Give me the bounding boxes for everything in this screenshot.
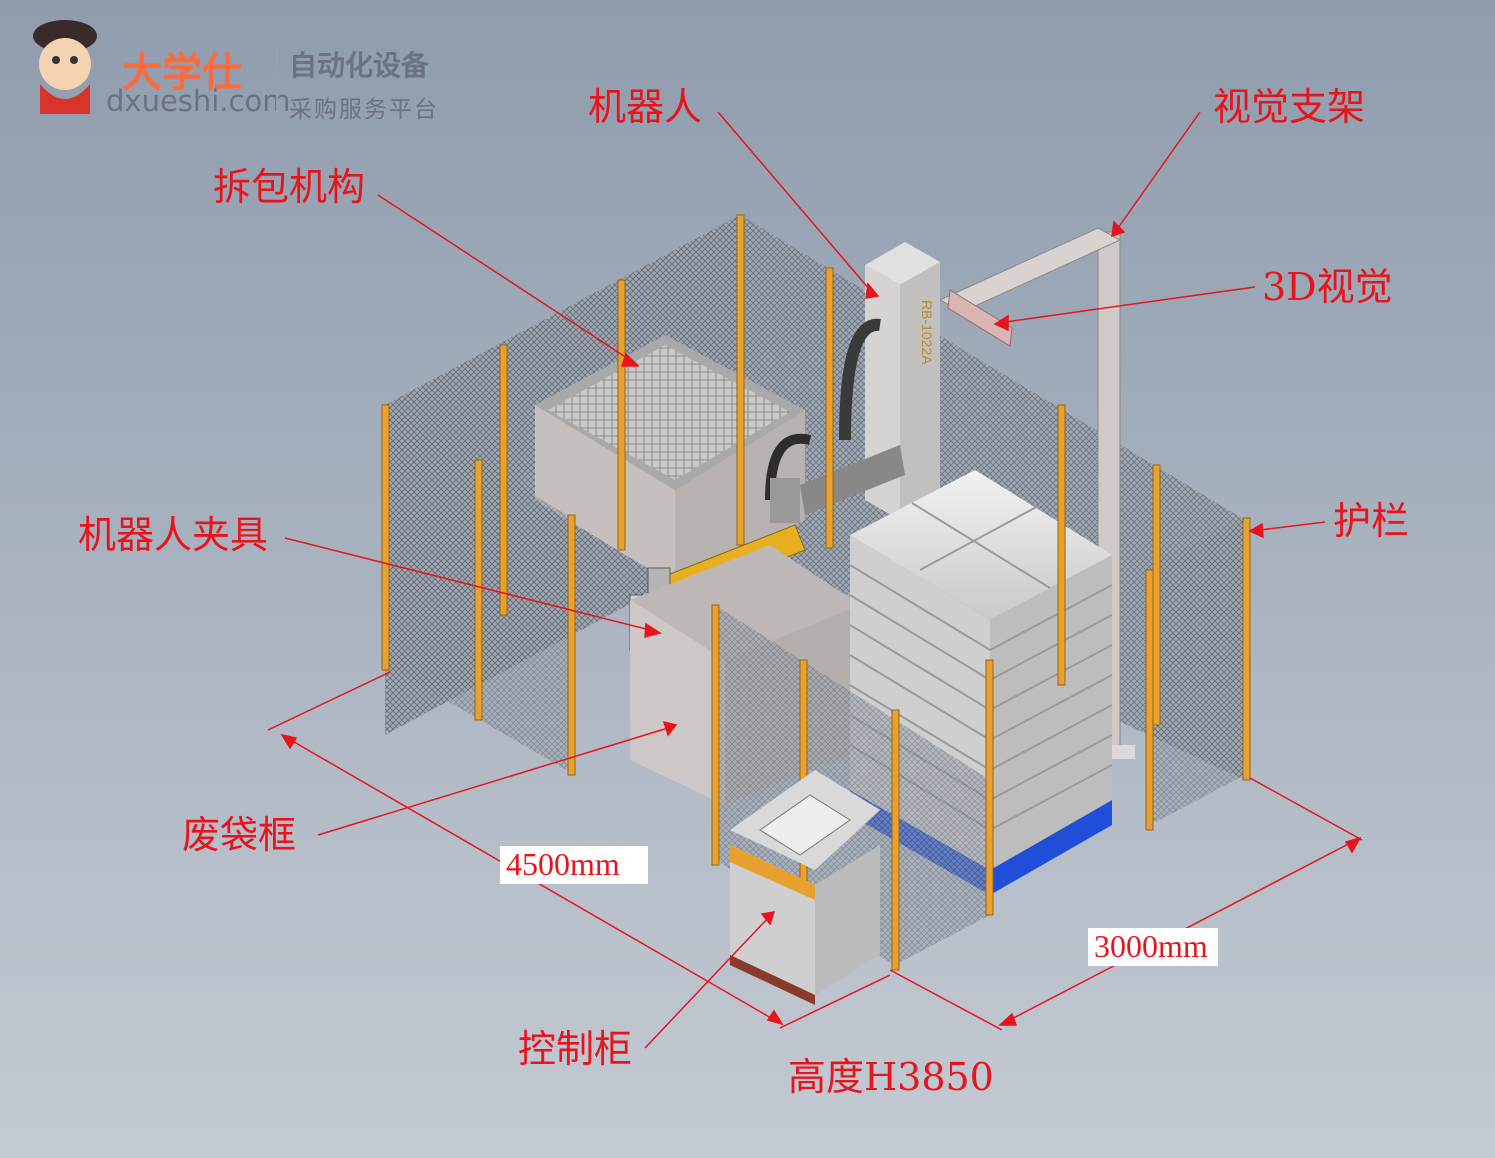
control-cabinet: [730, 770, 880, 1005]
label-robot: 机器人: [588, 85, 703, 129]
logo-brand: 大学仕: [122, 50, 242, 96]
label-waste-bag-bin: 废袋框: [182, 813, 297, 857]
leader-lines: [267, 111, 1363, 1049]
label-3d-vision: 3D视觉: [1262, 265, 1393, 309]
logo-url: dxueshi.com: [106, 84, 291, 118]
label-guardrail: 护栏: [1333, 499, 1410, 543]
label-unpacking-mechanism: 拆包机构: [213, 165, 366, 209]
dimension-width: 3000mm: [1088, 928, 1218, 966]
logo-tagline-1: 自动化设备: [289, 49, 430, 82]
label-control-cabinet: 控制柜: [518, 1027, 633, 1071]
fence-front-right: [1150, 520, 1245, 825]
dimension-length: 4500mm: [500, 846, 648, 884]
fence-posts: [381, 214, 1251, 971]
label-vision-stand: 视觉支架: [1213, 85, 1366, 129]
label-robot-gripper: 机器人夹具: [78, 513, 269, 557]
robot-model-text: RB-1022A: [919, 300, 935, 365]
logo-tagline-2: 采购服务平台: [289, 97, 439, 123]
logo-separator: [276, 46, 278, 112]
label-height: 高度H3850: [788, 1055, 994, 1099]
mascot-icon: [33, 20, 97, 114]
